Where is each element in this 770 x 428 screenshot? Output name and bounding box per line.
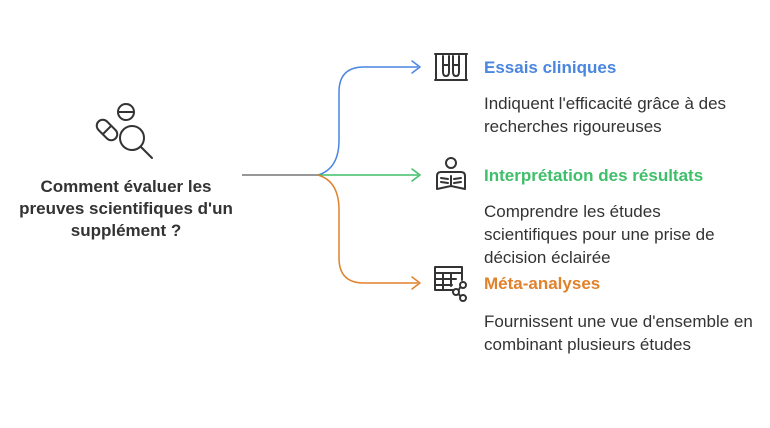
branch-description-meta: Fournissent une vue d'ensemble en combin…	[484, 312, 753, 354]
branch-description-essais: Indiquent l'efficacité grâce à des reche…	[484, 94, 727, 136]
branch-connector-meta	[317, 174, 418, 284]
branch-title-essais: Essais cliniques	[484, 58, 617, 77]
pills-magnifier-icon	[95, 103, 153, 159]
central-question: Comment évaluer les preuves scientifique…	[19, 177, 233, 240]
arrowhead-essais	[411, 60, 421, 74]
branch-connector-essais	[317, 66, 418, 176]
branch-title-interpretation: Interprétation des résultats	[484, 166, 704, 185]
branch-description-interpretation: Comprendre les études scientifiques pour…	[484, 202, 715, 267]
arrowhead-interpretation	[411, 168, 421, 182]
arrowhead-meta	[411, 276, 421, 290]
test-tubes-icon	[434, 53, 468, 81]
person-reading-icon	[436, 157, 466, 190]
branch-title-meta: Méta-analyses	[484, 274, 601, 293]
table-share-icon	[434, 266, 467, 302]
